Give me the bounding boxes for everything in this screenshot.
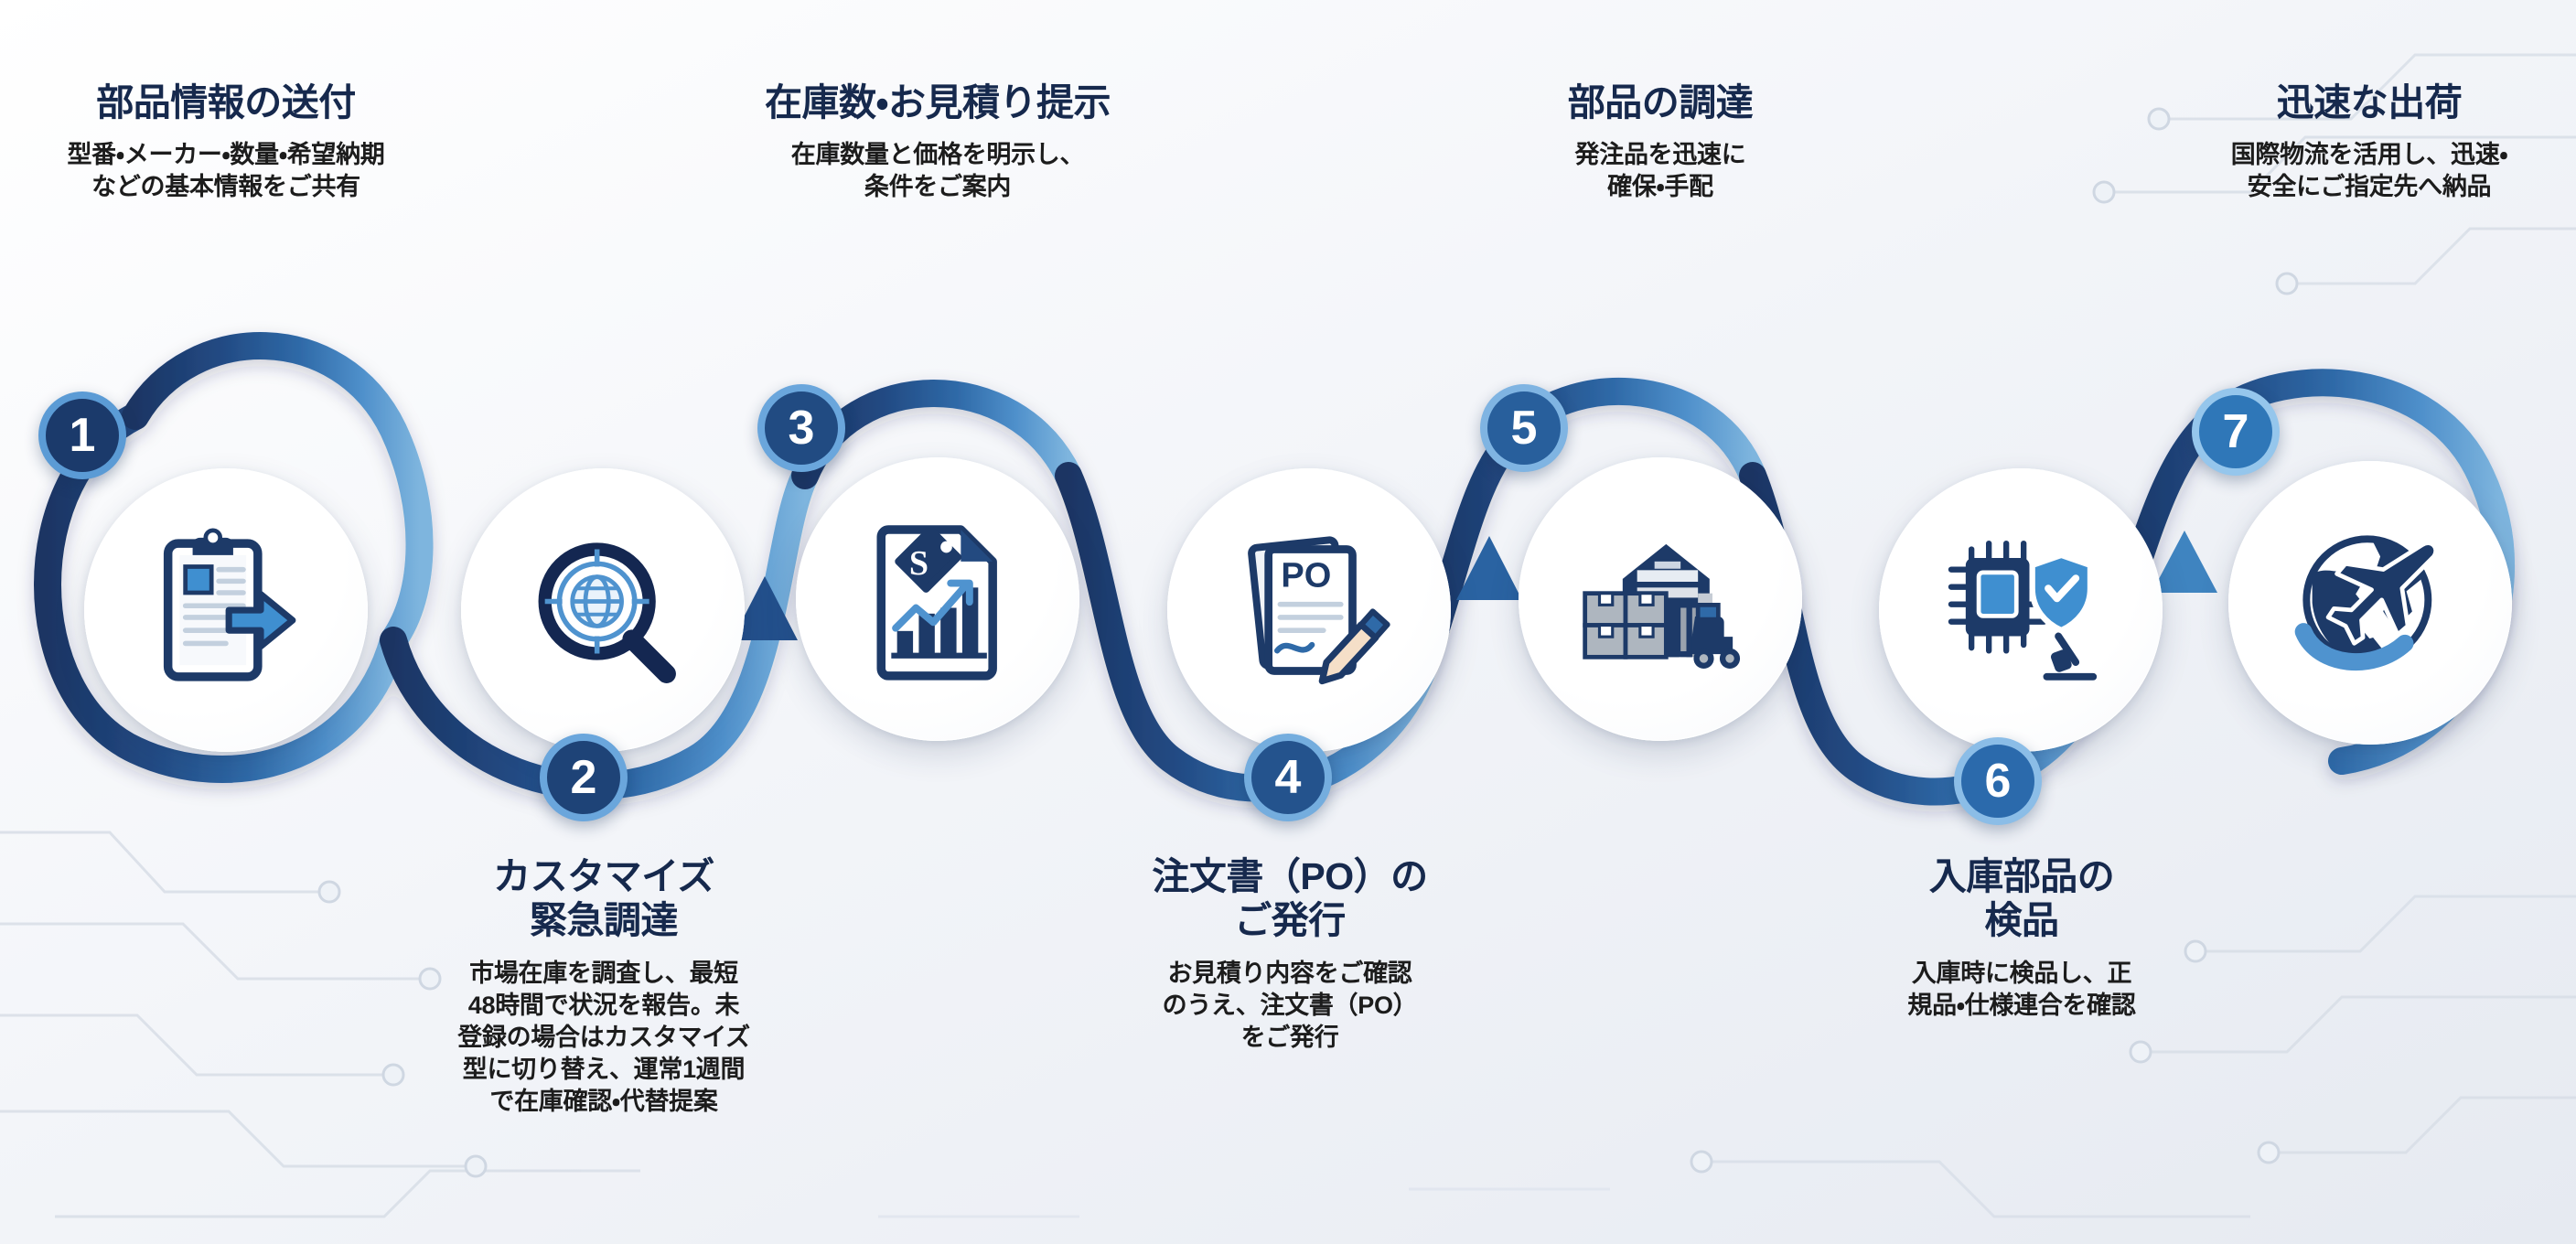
svg-text:S: S — [909, 544, 928, 583]
step-caption-5: 部品の調達 発注品を迅速に 確保・手配 — [1422, 80, 1898, 204]
globe-search-icon — [516, 523, 690, 697]
step-title-6: 入庫部品の 検品 — [1928, 855, 2115, 942]
step-desc-7: 国際物流を活用し、迅速・ 安全にご指定先へ納品 — [2230, 141, 2508, 201]
step-node-1[interactable] — [70, 454, 382, 767]
step-desc-6: 入庫時に検品し、正 規品・仕様連合を確認 — [1907, 959, 2136, 1019]
step-node-5[interactable] — [1504, 443, 1817, 756]
step-title-2: カスタマイズ 緊急調達 — [493, 855, 714, 942]
quote-document-chart-icon: S — [851, 512, 1025, 686]
step-desc-2: 市場在庫を調査し、最短 48時間で状況を報告。未 登録の場合はカスタマイズ 型に… — [457, 959, 750, 1116]
step-title-5: 部品の調達 — [1567, 81, 1754, 123]
step-title-3: 在庫数・お見積り提示 — [765, 81, 1111, 123]
step-badge-2: 2 — [540, 734, 628, 821]
step-node-4[interactable]: PO — [1153, 454, 1465, 767]
step-title-4: 注文書（PO）の ご発行 — [1152, 855, 1428, 942]
clipboard-arrow-icon — [139, 523, 313, 697]
step-caption-1: 部品情報の送付 型番・メーカー・数量・希望納期 などの基本情報をご共有 — [0, 80, 464, 204]
step-desc-1: 型番・メーカー・数量・希望納期 などの基本情報をご共有 — [67, 141, 385, 201]
step-caption-3: 在庫数・お見積り提示 在庫数量と価格を明示し、 条件をご案内 — [700, 80, 1175, 204]
step-desc-4: お見積り内容をご確認 のうえ、注文書（PO） をご発行 — [1162, 959, 1418, 1051]
step-badge-4: 4 — [1244, 734, 1332, 821]
step-caption-7: 迅速な出荷 国際物流を活用し、迅速・ 安全にご指定先へ納品 — [2131, 80, 2576, 204]
step-desc-5: 発注品を迅速に 確保・手配 — [1574, 141, 1746, 201]
step-node-3[interactable]: S — [781, 443, 1094, 756]
step-node-2[interactable] — [446, 454, 759, 767]
step-title-7: 迅速な出荷 — [2276, 81, 2463, 123]
step-title-1: 部品情報の送付 — [96, 81, 356, 123]
globe-airplane-icon — [2283, 516, 2457, 690]
step-badge-1: 1 — [38, 391, 126, 479]
step-caption-6: 入庫部品の 検品 入庫時に検品し、正 規品・仕様連合を確認 — [1784, 854, 2259, 1022]
step-badge-5: 5 — [1480, 384, 1568, 472]
step-badge-6: 6 — [1954, 737, 2042, 825]
step-node-7[interactable] — [2214, 446, 2527, 759]
chip-inspection-icon — [1934, 523, 2108, 697]
svg-text:PO: PO — [1281, 557, 1331, 595]
step-node-6[interactable] — [1864, 454, 2177, 767]
step-caption-4: 注文書（PO）の ご発行 お見積り内容をご確認 のうえ、注文書（PO） をご発行 — [1052, 854, 1528, 1054]
step-desc-3: 在庫数量と価格を明示し、 条件をご案内 — [790, 141, 1085, 201]
warehouse-forklift-icon — [1573, 512, 1747, 686]
purchase-order-signature-icon: PO — [1222, 523, 1396, 697]
step-badge-7: 7 — [2192, 388, 2280, 476]
step-caption-2: カスタマイズ 緊急調達 市場在庫を調査し、最短 48時間で状況を報告。未 登録の… — [366, 854, 842, 1118]
step-badge-3: 3 — [757, 384, 845, 472]
